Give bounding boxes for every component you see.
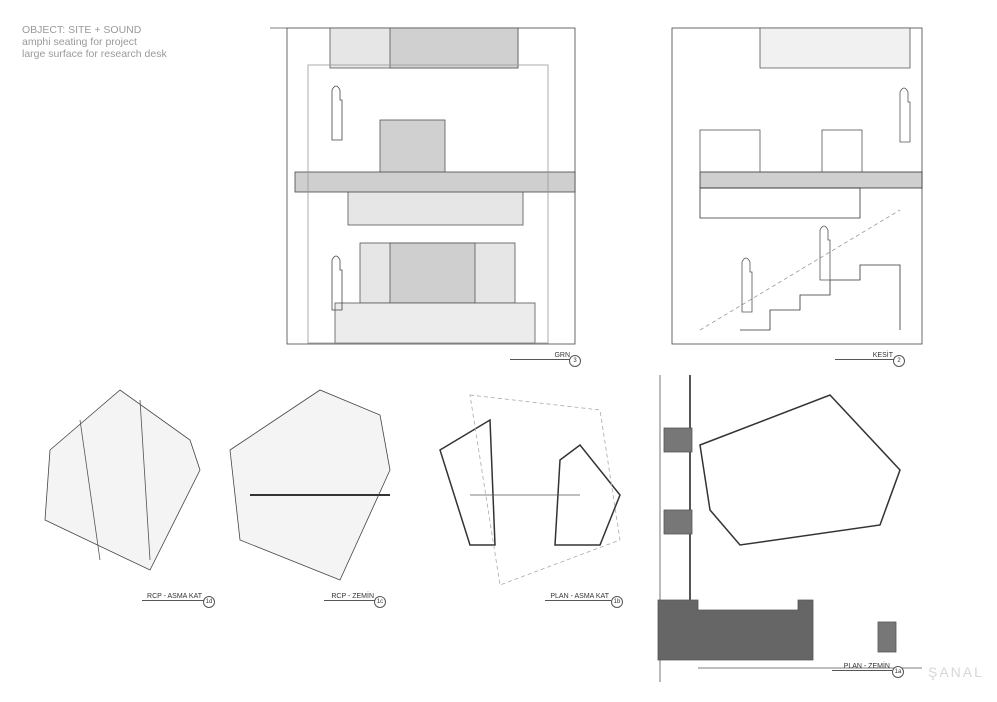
drawing-number-kesit: 2 bbox=[893, 355, 905, 367]
project-notes: OBJECT: SITE + SOUND amphi seating for p… bbox=[22, 24, 167, 60]
plan-asma-kat-drawing bbox=[439, 394, 621, 586]
drawing-title-plan-asma-kat: PLAN - ASMA KAT bbox=[545, 593, 611, 601]
plan-zemin-drawing bbox=[657, 375, 922, 682]
drawing-title-kesit: KESİT bbox=[835, 352, 895, 360]
drawing-title-grn: GRN bbox=[510, 352, 572, 360]
elevation-grn-drawing bbox=[270, 27, 576, 345]
section-kesit-drawing bbox=[671, 27, 923, 345]
drawing-number-plan-asma-kat: 1b bbox=[611, 596, 623, 608]
drawing-number-grn: 3 bbox=[569, 355, 581, 367]
drawing-title-rcp-zemin: RCP - ZEMİN bbox=[324, 593, 376, 601]
drawing-number-rcp-asma-kat: 1d bbox=[203, 596, 215, 608]
drawing-title-rcp-asma-kat: RCP - ASMA KAT bbox=[142, 593, 204, 601]
rcp-asma-kat-drawing bbox=[44, 389, 201, 571]
drawing-title-plan-zemin: PLAN - ZEMİN bbox=[832, 663, 892, 671]
logo: ŞANAL bbox=[928, 664, 984, 680]
note-title: OBJECT: SITE + SOUND bbox=[22, 24, 142, 36]
drawing-number-plan-zemin: 1a bbox=[892, 666, 904, 678]
note-line: large surface for research desk bbox=[22, 48, 167, 60]
note-line: amphi seating for project bbox=[22, 36, 137, 48]
rcp-zemin-drawing bbox=[229, 389, 391, 581]
drawing-number-rcp-zemin: 1c bbox=[374, 596, 386, 608]
